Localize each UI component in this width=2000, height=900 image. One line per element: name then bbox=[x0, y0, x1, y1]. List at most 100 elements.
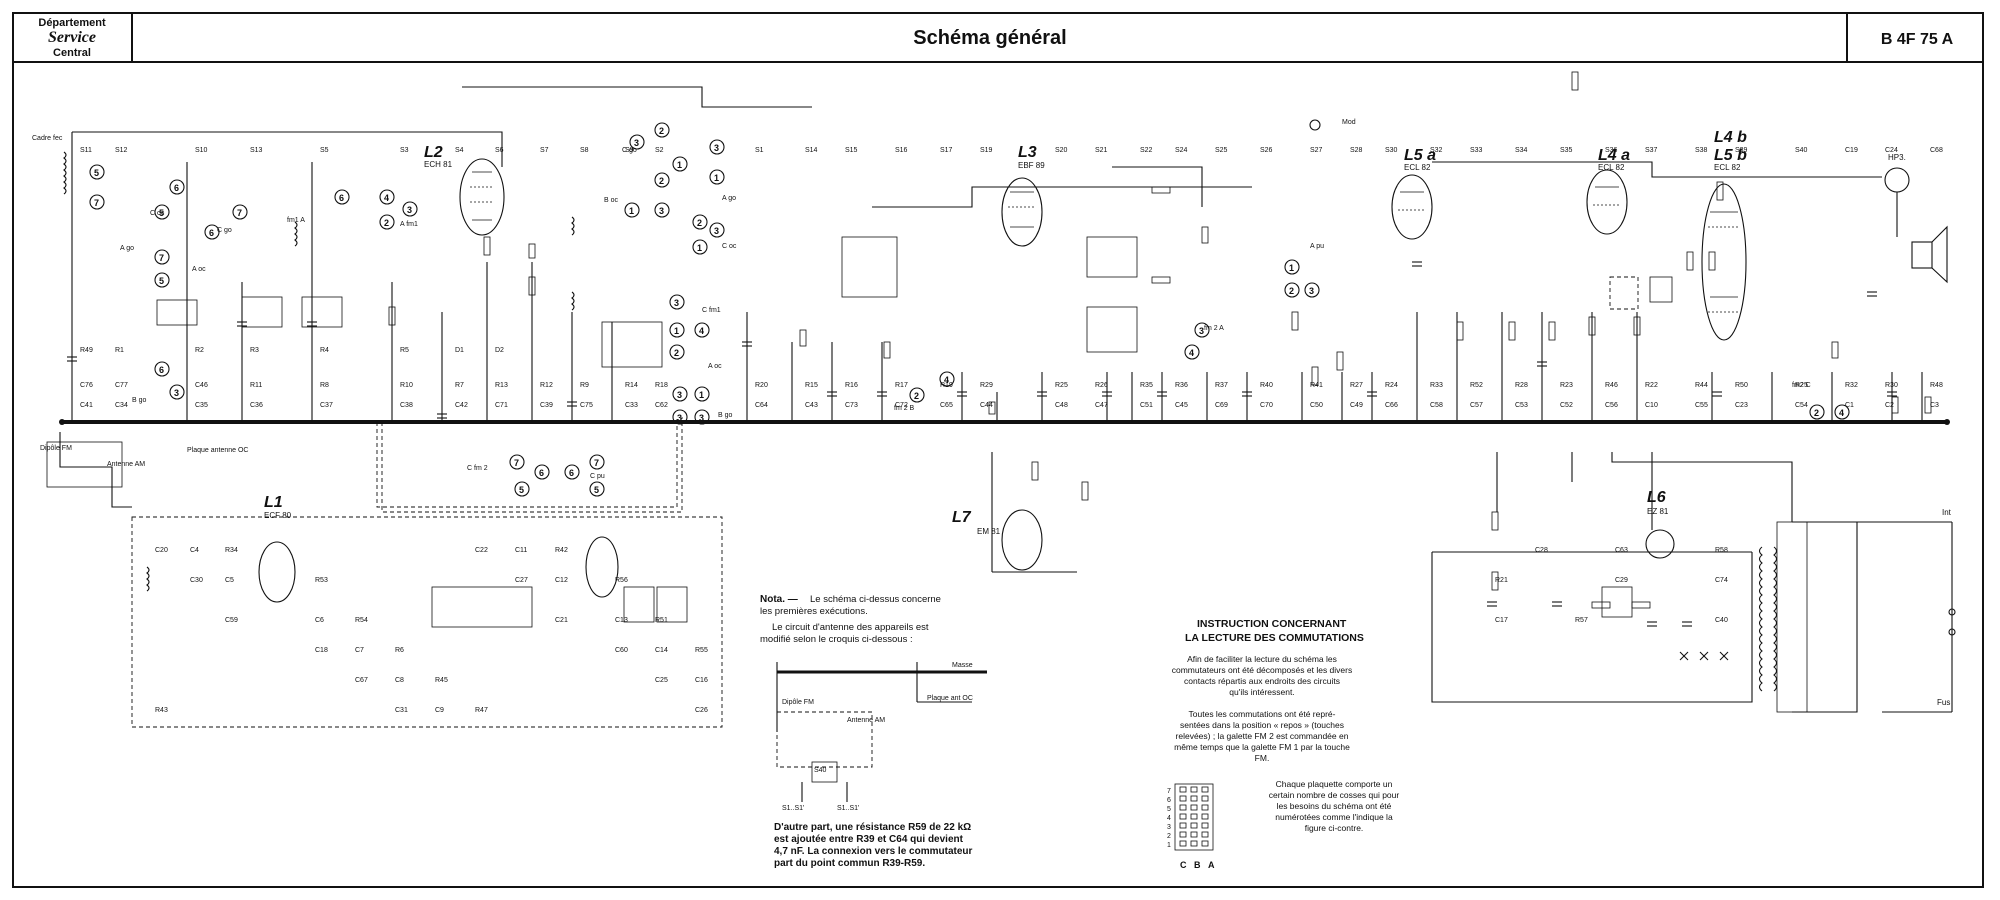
component-designator: R50 bbox=[1735, 382, 1748, 389]
component-designator: C9 bbox=[435, 707, 444, 714]
svg-text:6: 6 bbox=[174, 183, 179, 193]
component-designator: C67 bbox=[355, 677, 368, 684]
plaquette-row-number: 3 bbox=[1167, 824, 1171, 831]
tube-L3 bbox=[1001, 177, 1043, 247]
component-designator: C59 bbox=[225, 617, 238, 624]
lower-left-feed bbox=[59, 432, 132, 508]
plaquette-cosse bbox=[1179, 804, 1187, 811]
component-designator: R22 bbox=[1645, 382, 1658, 389]
component-designator: S30 bbox=[1385, 147, 1398, 154]
svg-text:3: 3 bbox=[1309, 286, 1314, 296]
dept-line2: Service bbox=[48, 29, 96, 46]
nota-dipole: Dipôle FM bbox=[782, 699, 814, 706]
tube-L2 bbox=[459, 158, 505, 236]
component-designator: C68 bbox=[1930, 147, 1943, 154]
component-designator: C26 bbox=[695, 707, 708, 714]
instruction-para1: Afin de faciliter la lecture du schéma l… bbox=[1172, 654, 1352, 697]
tube-L3-type: EBF 89 bbox=[1018, 161, 1045, 170]
component-designator: C58 bbox=[1430, 402, 1443, 409]
component-designator: C22 bbox=[475, 547, 488, 554]
para2-line: relevées) ; la galette FM 2 est commandé… bbox=[1176, 731, 1349, 741]
component-designator: C13 bbox=[615, 617, 628, 624]
capacitor-symbols bbox=[67, 261, 1897, 627]
plaquette-col-letter: A bbox=[1208, 860, 1215, 870]
component-designator: S26 bbox=[1260, 147, 1273, 154]
svg-text:3: 3 bbox=[174, 388, 179, 398]
label-mod: Mod bbox=[1342, 119, 1356, 126]
svg-text:1: 1 bbox=[1289, 263, 1294, 273]
svg-text:2: 2 bbox=[1814, 408, 1819, 418]
shield-lead-2 bbox=[381, 417, 683, 513]
plaquette-cosse bbox=[1190, 840, 1198, 847]
component-designator: R52 bbox=[1470, 382, 1483, 389]
sheet-frame bbox=[12, 12, 1984, 888]
component-designator: R9 bbox=[580, 382, 589, 389]
label-aoc-1: A oc bbox=[192, 266, 206, 273]
component-designator: C6 bbox=[315, 617, 324, 624]
component-designator: C62 bbox=[655, 402, 668, 409]
plaquette-cosse bbox=[1190, 795, 1198, 802]
component-designator: S28 bbox=[1350, 147, 1363, 154]
svg-text:3: 3 bbox=[677, 390, 682, 400]
component-designator: R40 bbox=[1260, 382, 1273, 389]
component-designator: C36 bbox=[250, 402, 263, 409]
component-designator: C28 bbox=[1535, 547, 1548, 554]
component-designator: R34 bbox=[225, 547, 238, 554]
bus-end-dot-right bbox=[1944, 419, 1950, 425]
svg-text:7: 7 bbox=[94, 198, 99, 208]
svg-text:2: 2 bbox=[659, 176, 664, 186]
component-designator: C40 bbox=[1715, 617, 1728, 624]
svg-text:3: 3 bbox=[1199, 326, 1204, 336]
component-designator: C5 bbox=[225, 577, 234, 584]
label-cadre: Cadre fec bbox=[32, 135, 63, 142]
svg-text:1: 1 bbox=[714, 173, 719, 183]
component-designator: C71 bbox=[495, 402, 508, 409]
label-bgo-1: B go bbox=[132, 397, 147, 404]
nota-plaque: Plaque ant OC bbox=[927, 695, 973, 702]
instruction-block: INSTRUCTION CONCERNANT LA LECTURE DES CO… bbox=[1167, 618, 1399, 870]
component-designator: R12 bbox=[540, 382, 553, 389]
para1-line: qu'ils intéressent. bbox=[1229, 687, 1294, 697]
resistor-symbols bbox=[388, 71, 1932, 609]
plaquette-row-number: 2 bbox=[1167, 833, 1171, 840]
component-designator: S40 bbox=[1795, 147, 1808, 154]
plaquette-cosse bbox=[1179, 795, 1187, 802]
nota-inset: Nota. — Le schéma ci-dessus concerne les… bbox=[760, 594, 987, 869]
component-designator: R24 bbox=[1385, 382, 1398, 389]
nota-p2: est ajoutée entre R39 et C64 qui devient bbox=[774, 834, 964, 845]
component-designator: S32 bbox=[1430, 147, 1443, 154]
component-designator: R53 bbox=[315, 577, 328, 584]
component-designator: R48 bbox=[1930, 382, 1943, 389]
component-designator: C14 bbox=[655, 647, 668, 654]
para2-line: même temps que la galette FM 1 par la to… bbox=[1174, 742, 1350, 752]
tube-L5a-name: L5 a bbox=[1404, 147, 1436, 164]
component-designator: S4 bbox=[455, 147, 464, 154]
svg-text:7: 7 bbox=[594, 458, 599, 468]
component-designator: C29 bbox=[1615, 577, 1628, 584]
component-designator: R5 bbox=[400, 347, 409, 354]
component-designator: R3 bbox=[250, 347, 259, 354]
coil-marks bbox=[63, 151, 1778, 692]
label-dipole-fm: Dipôle FM bbox=[40, 445, 72, 452]
dept-line1: Département bbox=[38, 17, 106, 29]
nota-line1: Le schéma ci-dessus concerne bbox=[810, 594, 941, 605]
svg-text:3: 3 bbox=[677, 413, 682, 423]
svg-text:6: 6 bbox=[539, 468, 544, 478]
component-designator: S37 bbox=[1645, 147, 1658, 154]
component-designator: C51 bbox=[1140, 402, 1153, 409]
component-designator: C34 bbox=[115, 402, 128, 409]
component-designator: C17 bbox=[1495, 617, 1508, 624]
instruction-para2: Toutes les commutations ont été repré-se… bbox=[1174, 709, 1350, 763]
svg-text:2: 2 bbox=[674, 348, 679, 358]
tube-L2-name: L2 bbox=[424, 144, 443, 161]
coil-boxes bbox=[156, 236, 1673, 628]
component-designator: S25 bbox=[1215, 147, 1228, 154]
component-designator: S16 bbox=[895, 147, 908, 154]
plaquette-cosse bbox=[1179, 831, 1187, 838]
component-designator: C38 bbox=[400, 402, 413, 409]
tube-L7 bbox=[991, 452, 1077, 573]
component-designator: C16 bbox=[695, 677, 708, 684]
component-designator: S6 bbox=[495, 147, 504, 154]
svg-text:4: 4 bbox=[944, 375, 949, 385]
